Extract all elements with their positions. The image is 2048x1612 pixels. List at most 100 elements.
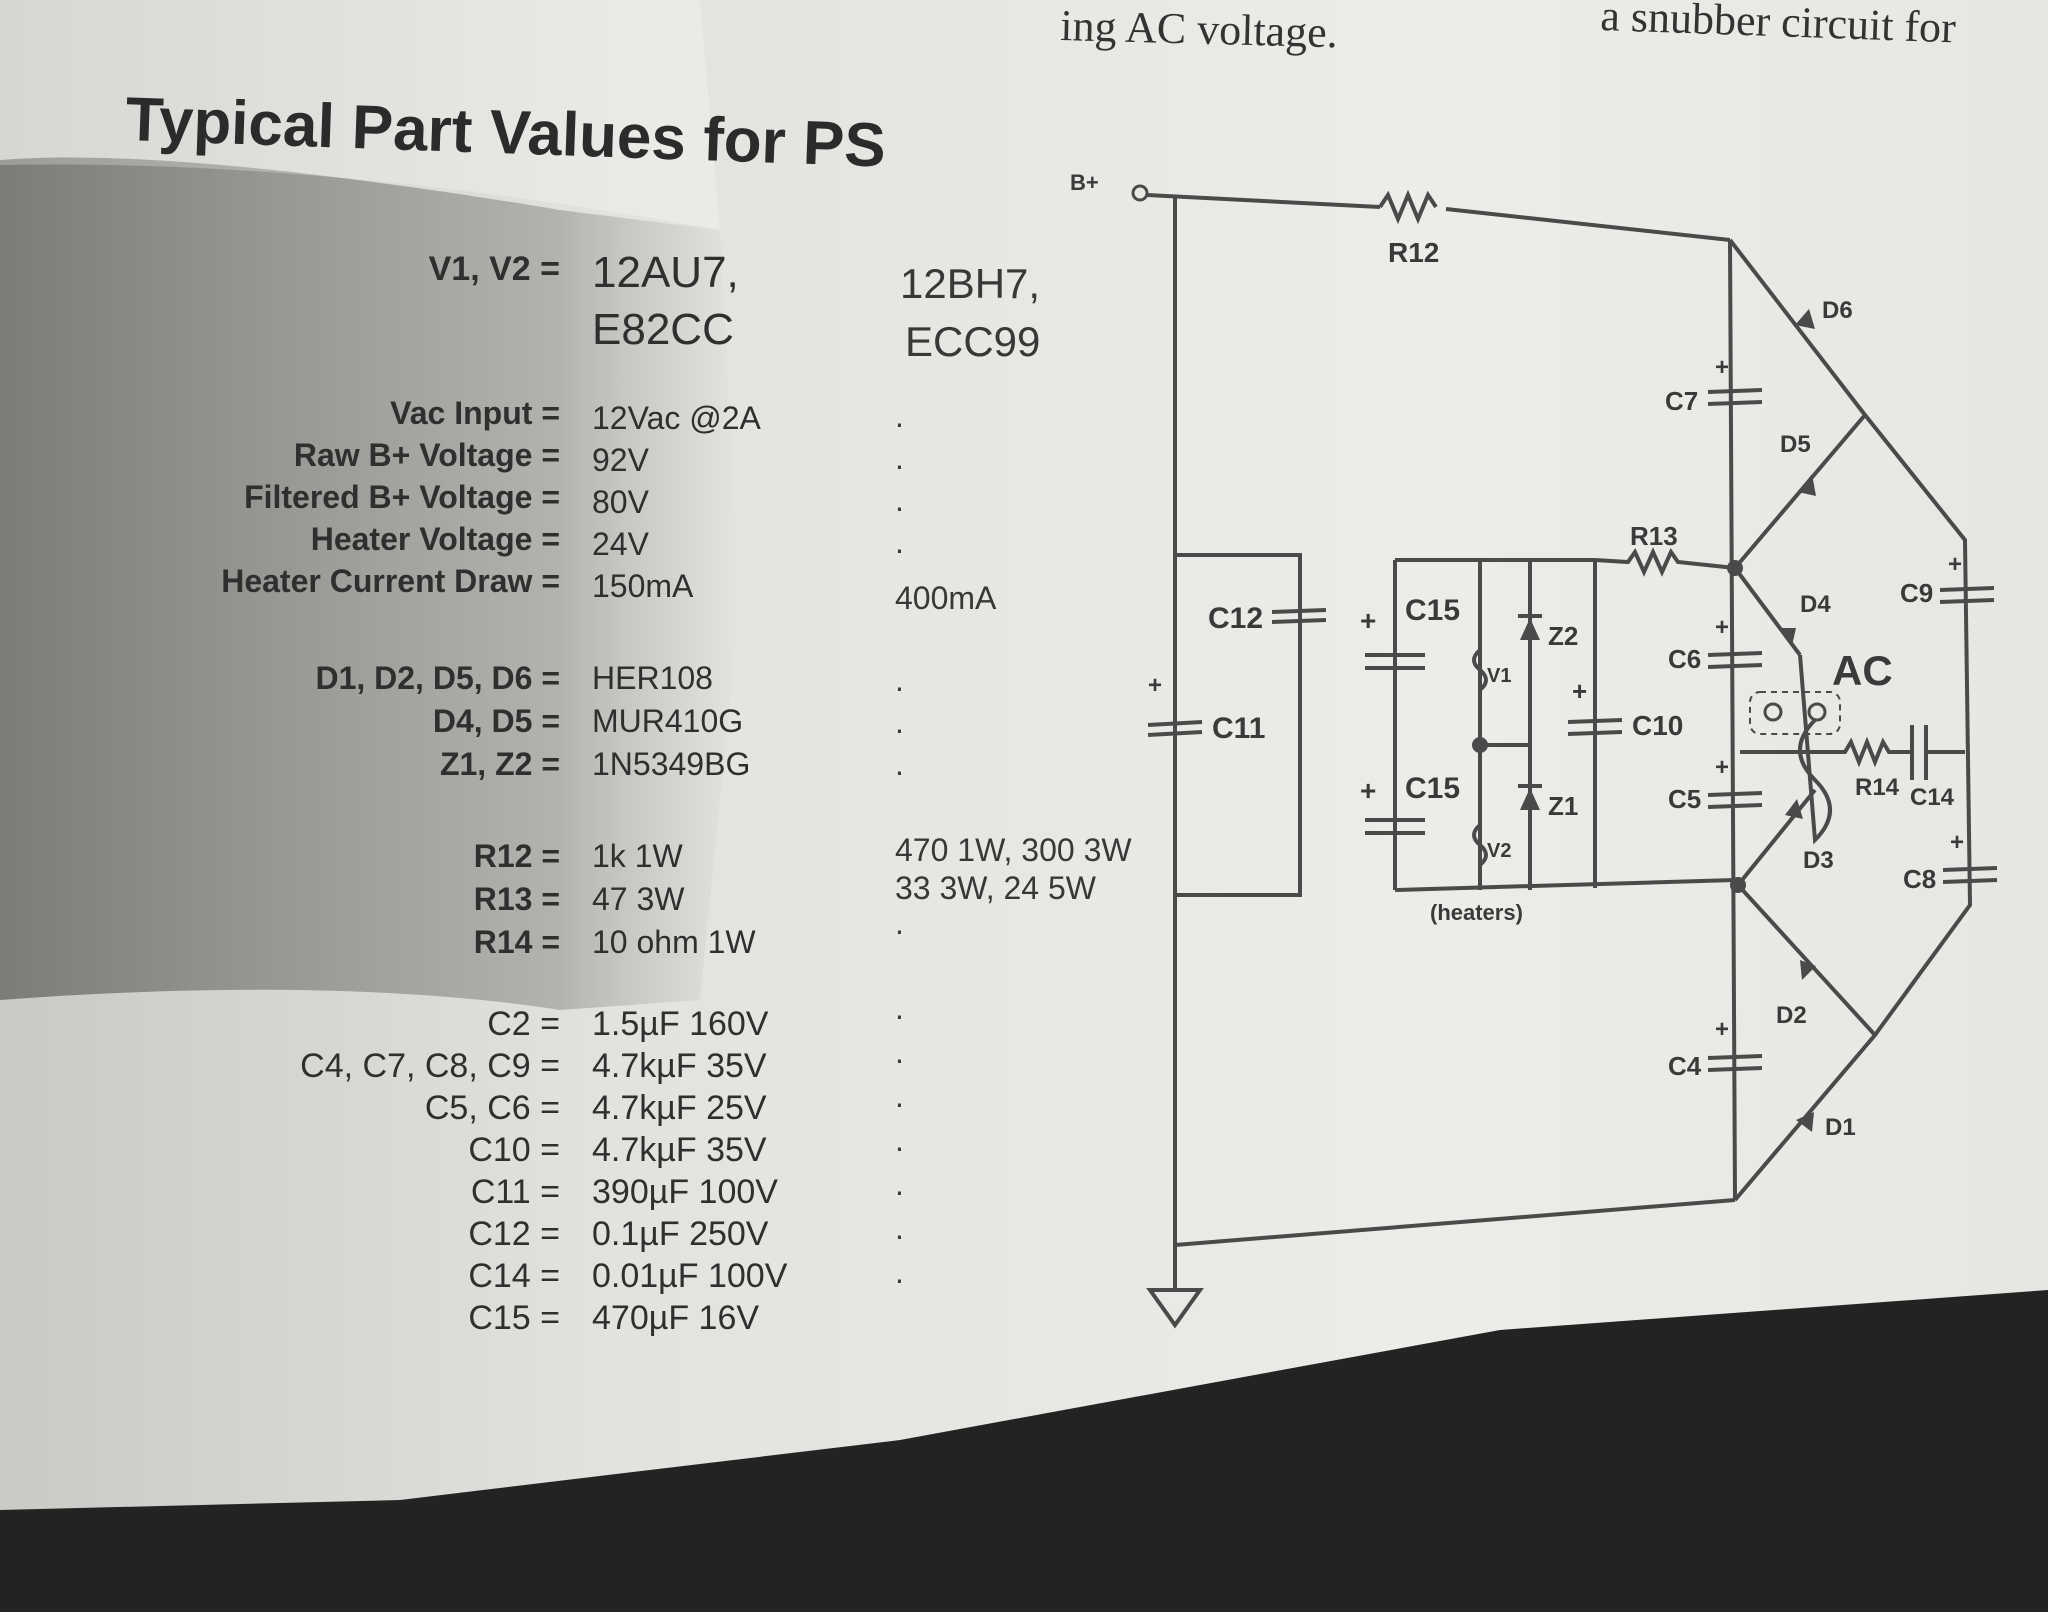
c9-capacitor [1939, 586, 1995, 604]
c10-label: C10 [1632, 710, 1683, 741]
part-alt-value: 470 1W, 300 3W [895, 832, 1132, 868]
bplus-label: B+ [1070, 170, 1099, 195]
part-label: Raw B+ Voltage = [293, 437, 560, 473]
cap-column [1728, 239, 1737, 1201]
part-label: Vac Input = [390, 395, 560, 431]
power-supply-schematic: B+ R12 + C11 C12 + C15 + C15 [1070, 170, 1998, 1329]
parts-table: V1, V2 = 12AU7, 12BH7, E82CC ECC99 Vac I… [221, 248, 1132, 1337]
v1-label: V1 [1487, 665, 1511, 687]
z1-label: Z1 [1548, 791, 1578, 821]
part-alt-value: . [895, 1122, 904, 1158]
r12-resistor [1378, 189, 1438, 225]
part-label: Filtered B+ Voltage = [244, 479, 560, 515]
v2-heater [1472, 823, 1488, 867]
part-alt-value: . [895, 1166, 904, 1202]
c9-plus: + [1948, 551, 1962, 578]
part-label: Z1, Z2 = [439, 746, 560, 782]
part-alt-value: . [895, 398, 904, 434]
part-alt-value: ECC99 [905, 318, 1041, 365]
r14-resistor [1740, 736, 1900, 768]
r12-label: R12 [1388, 237, 1439, 268]
outer-rail [1863, 413, 1973, 1037]
part-alt-value: . [895, 746, 904, 782]
d3-diode [1785, 799, 1803, 819]
part-alt-value: . [895, 482, 904, 518]
ground-symbol [1146, 1288, 1204, 1329]
part-value: 80V [592, 484, 649, 520]
part-alt-value: 33 3W, 24 5W [895, 870, 1096, 906]
c15-top-label: C15 [1405, 594, 1460, 627]
ac-label: AC [1832, 647, 1893, 694]
ac-lead [1798, 654, 1832, 845]
part-alt-value: . [895, 440, 904, 476]
part-value: 4.7kµF 25V [592, 1089, 767, 1127]
part-label: C5, C6 = [424, 1089, 560, 1127]
d4-label: D4 [1800, 591, 1831, 618]
c14-capacitor [1900, 725, 1965, 780]
r13-resistor [1594, 547, 1736, 577]
part-alt-value: 400mA [895, 580, 997, 616]
c10-plus: + [1572, 676, 1587, 706]
c14-label: C14 [1910, 784, 1955, 811]
shadow-overlay [0, 157, 740, 1010]
part-label: R12 = [473, 838, 560, 874]
d3-label: D3 [1803, 847, 1834, 874]
c10-capacitor [1567, 718, 1623, 736]
part-value: 1k 1W [592, 838, 683, 874]
c7-plus: + [1715, 354, 1729, 381]
c11-plate-bottom [1147, 730, 1203, 737]
part-alt-value: . [895, 662, 904, 698]
c7-capacitor [1707, 388, 1763, 406]
part-value: 24V [592, 526, 649, 562]
c12-capacitor [1271, 608, 1327, 624]
c8-capacitor [1942, 866, 1998, 884]
part-label: C15 = [468, 1299, 560, 1337]
part-label: R14 = [473, 924, 560, 960]
part-value: HER108 [592, 660, 713, 696]
c9-label: C9 [1900, 578, 1933, 608]
part-alt-value: . [895, 524, 904, 560]
d6-label: D6 [1822, 297, 1853, 324]
part-label: Heater Current Draw = [221, 563, 560, 599]
ac-terminal-right [1807, 702, 1827, 722]
part-label: D1, D2, D5, D6 = [315, 660, 560, 696]
highlight-overlay [0, 0, 720, 230]
c11-plate-top [1147, 720, 1203, 727]
part-value: MUR410G [592, 703, 744, 739]
c11-plus: + [1148, 672, 1162, 699]
part-label: C11 = [470, 1173, 560, 1211]
c15-bottom-label: C15 [1405, 772, 1460, 805]
z2-diode [1520, 618, 1540, 640]
part-label: D4, D5 = [432, 703, 560, 739]
part-value: 10 ohm 1W [592, 924, 756, 960]
part-value: 1N5349BG [592, 746, 751, 782]
c11-label: C11 [1212, 712, 1265, 745]
c15-top-plus: + [1360, 605, 1376, 636]
part-value: 4.7kµF 35V [592, 1131, 767, 1169]
z2-label: Z2 [1548, 621, 1578, 651]
d5-label: D5 [1780, 431, 1811, 458]
heaters-label: (heaters) [1430, 900, 1523, 925]
part-label: C2 = [487, 1005, 560, 1043]
d5-diode [1798, 474, 1816, 496]
ac-terminal-left [1763, 702, 1783, 722]
part-alt-value: . [895, 1034, 904, 1070]
c6-label: C6 [1668, 644, 1701, 674]
part-label: V1, V2 = [428, 250, 560, 288]
part-label: Heater Voltage = [310, 521, 560, 557]
part-label: C10 = [468, 1131, 560, 1169]
wire-top-right [1445, 207, 1731, 242]
part-value: 12AU7, [592, 248, 739, 297]
part-value: 92V [592, 442, 649, 478]
part-value: 0.01µF 100V [592, 1257, 788, 1295]
d1-diode [1796, 1112, 1814, 1132]
part-alt-value: . [895, 1078, 904, 1114]
part-alt-value: . [895, 990, 904, 1026]
part-label: C14 = [468, 1257, 560, 1295]
c4-label: C4 [1668, 1051, 1702, 1081]
d2-label: D2 [1776, 1002, 1807, 1029]
c15-bottom-plus: + [1360, 775, 1376, 806]
v1-heater [1472, 648, 1488, 692]
c8-label: C8 [1903, 864, 1936, 894]
wire-top-left [1146, 193, 1381, 209]
